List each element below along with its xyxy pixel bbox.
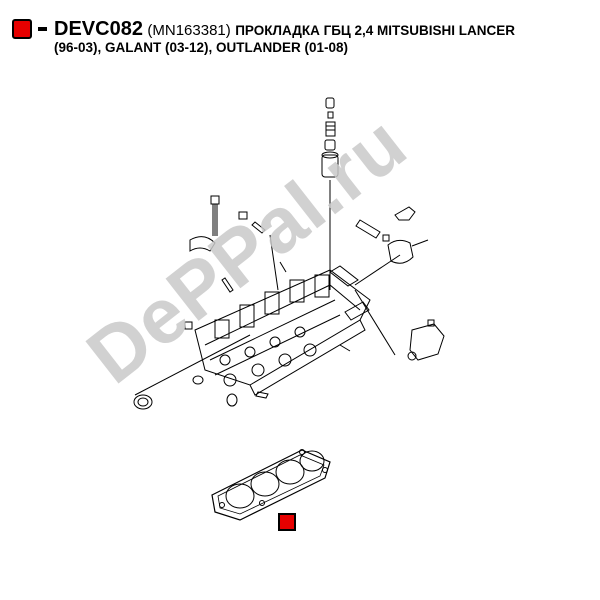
rod-part — [355, 219, 381, 239]
o-ring — [192, 375, 204, 385]
leader-line — [269, 234, 279, 291]
cylinder-head — [194, 265, 371, 396]
title-line-2: (96-03), GALANT (03-12), OUTLANDER (01-0… — [54, 40, 349, 55]
o-ring — [226, 393, 238, 407]
dash-icon — [38, 27, 47, 31]
bracket-part — [394, 206, 416, 221]
head-gasket — [211, 449, 331, 521]
part-code: DEVC082 — [54, 18, 143, 40]
cam-sensor-housing — [387, 239, 414, 264]
small-nut-left — [184, 321, 193, 330]
solenoid-valve — [409, 323, 445, 361]
part-description: ПРОКЛАДКА ГБЦ 2,4 MITSUBISHI LANCER — [235, 23, 516, 38]
red-square-icon — [12, 19, 32, 39]
small-pin — [221, 277, 234, 293]
valve-stack — [321, 97, 339, 178]
head-bolt — [210, 195, 220, 236]
small-nut — [238, 211, 248, 220]
part-marker-red-square-icon — [278, 513, 296, 531]
leader-line — [134, 334, 251, 396]
leader-line — [354, 289, 396, 356]
leader-line — [354, 254, 401, 286]
small-clip — [255, 391, 269, 399]
title-line-1: DEVC082 (MN163381) ПРОКЛАДКА ГБЦ 2,4 MIT… — [54, 18, 515, 42]
part-number: (MN163381) — [147, 22, 231, 39]
cap-plug — [189, 236, 216, 252]
small-stud — [251, 221, 266, 234]
oil-seal — [133, 394, 153, 410]
